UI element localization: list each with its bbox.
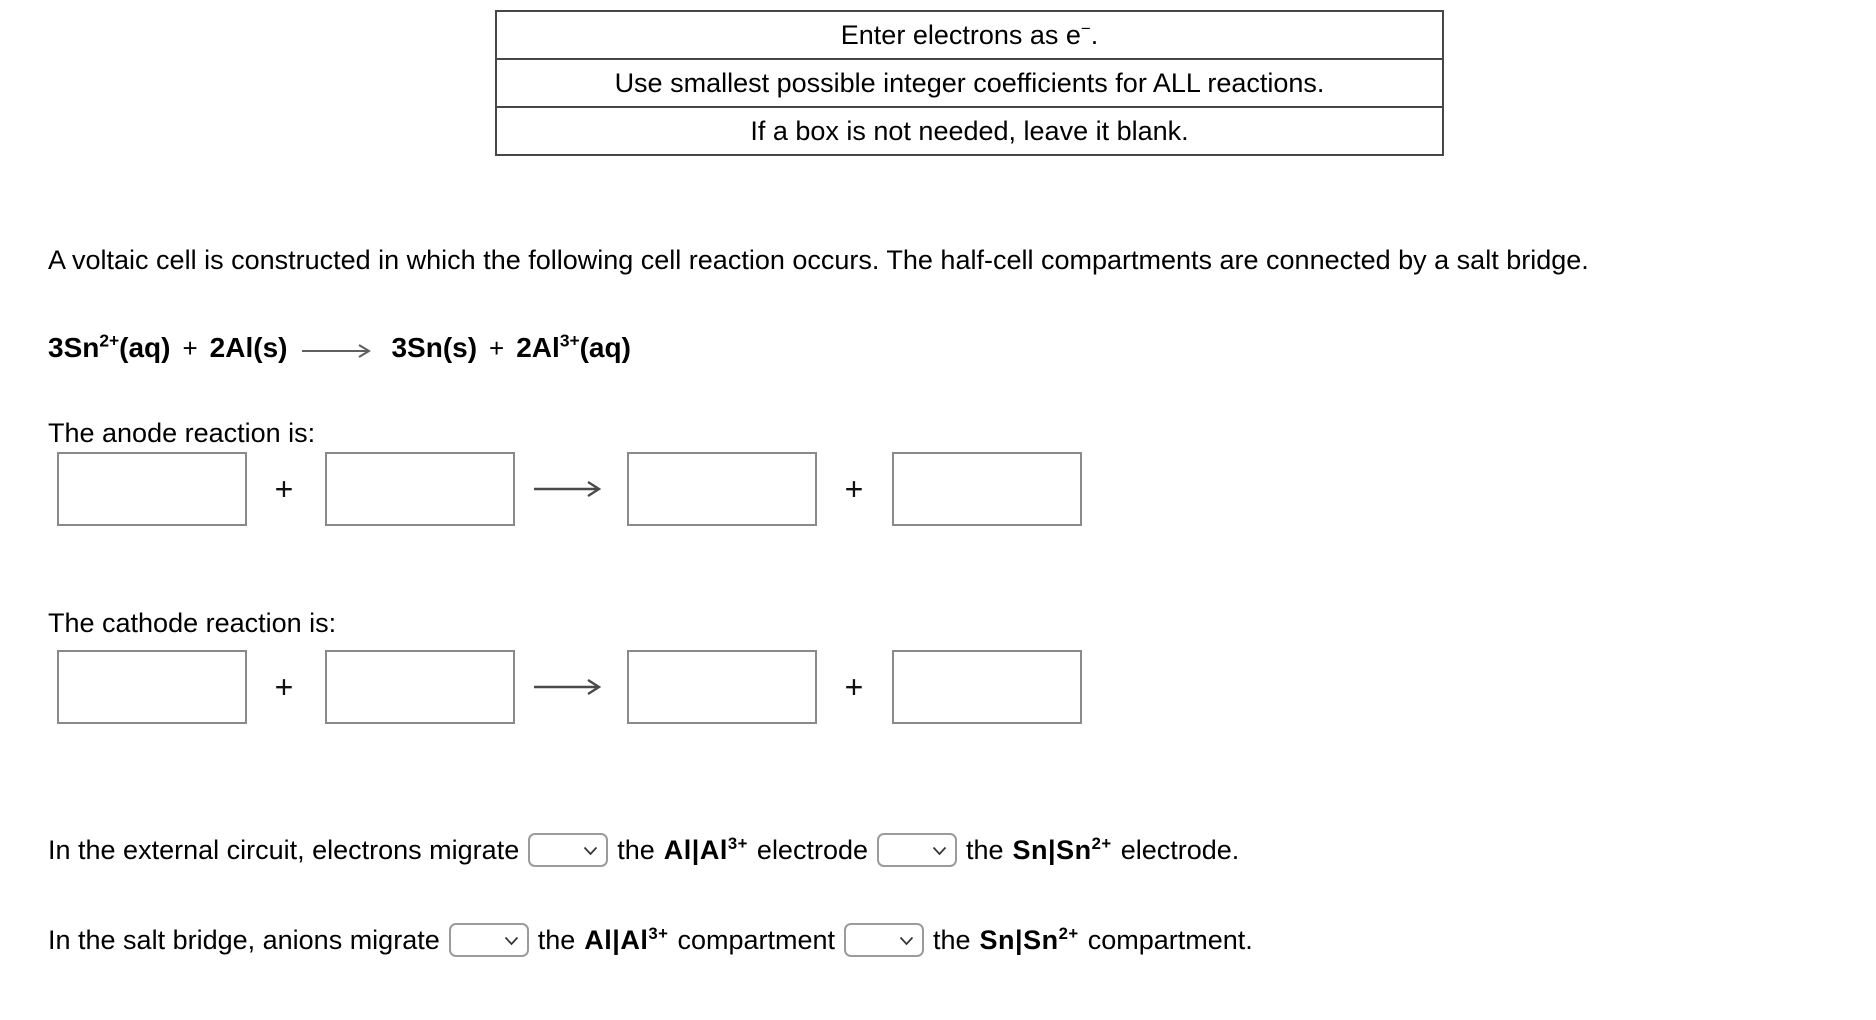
electrode-sn-label: Sn|Sn2+ (1013, 835, 1112, 866)
cathode-product-1-input[interactable] (627, 650, 817, 724)
cathode-reactant-2-input[interactable] (325, 650, 515, 724)
sentence-text: the (966, 834, 1004, 865)
arrow-right-icon (534, 678, 602, 696)
cathode-section-label: The cathode reaction is: (48, 608, 337, 638)
equation-term: 2Al(s) (209, 332, 288, 363)
equation-term: 3Sn(s) (391, 332, 478, 363)
instruction-row-coefficients: Use smallest possible integer coefficien… (497, 58, 1442, 106)
chem-formula: Sn|Sn (1012, 834, 1092, 865)
sentence-text: compartment (677, 924, 835, 955)
plus-sign: + (844, 669, 864, 705)
chevron-down-icon (584, 846, 598, 856)
plus-sign: + (274, 471, 294, 507)
superscript-charge: 2+ (99, 330, 120, 351)
superscript-charge: 2+ (1058, 923, 1079, 943)
sentence-text: compartment. (1087, 924, 1253, 955)
anode-product-2-input[interactable] (892, 452, 1082, 526)
salt-bridge-sentence: In the salt bridge, anions migrate the A… (48, 920, 1253, 960)
anode-reactant-2-input[interactable] (325, 452, 515, 526)
compartment-sn-label: Sn|Sn2+ (980, 925, 1079, 956)
sentence-text: the (617, 834, 655, 865)
plus-sign: + (274, 669, 294, 705)
electrode-al-label: Al|Al3+ (664, 835, 748, 866)
superscript-charge: 3+ (648, 923, 669, 943)
sentence-text: electrode (756, 834, 868, 865)
anode-section-label: The anode reaction is: (48, 418, 316, 448)
equation-state: (aq) (119, 332, 171, 363)
compartment-al-label: Al|Al3+ (584, 925, 668, 956)
chevron-down-icon (932, 846, 947, 856)
superscript-minus: − (1080, 19, 1091, 38)
chem-formula: Al|Al (584, 924, 649, 955)
instructions-table: Enter electrons as e−. Use smallest poss… (495, 10, 1444, 156)
equation-term: 3Sn (48, 332, 100, 363)
instruction-row-electrons: Enter electrons as e−. (497, 12, 1442, 58)
equation-state: (aq) (579, 332, 631, 363)
superscript-charge: 2+ (1091, 833, 1112, 853)
cathode-product-2-input[interactable] (892, 650, 1082, 724)
plus-sign: + (182, 333, 198, 363)
superscript-charge: 3+ (559, 330, 580, 351)
superscript-charge: 3+ (727, 833, 748, 853)
sentence-text: the (537, 924, 576, 955)
equation-term: 2Al (516, 332, 560, 363)
cathode-reactant-1-input[interactable] (57, 650, 247, 724)
chem-formula: Al|Al (663, 834, 728, 865)
anion-direction-select-2[interactable] (844, 923, 924, 957)
sentence-text: electrode. (1120, 834, 1240, 865)
anion-direction-select-1[interactable] (448, 923, 529, 957)
arrow-right-icon (534, 480, 602, 498)
instruction-row-blank: If a box is not needed, leave it blank. (497, 106, 1442, 154)
electron-direction-select-2[interactable] (877, 833, 957, 867)
anode-reactant-1-input[interactable] (57, 452, 247, 526)
electron-direction-select-1[interactable] (528, 833, 609, 867)
external-circuit-sentence: In the external circuit, electrons migra… (48, 830, 1239, 870)
instruction-text: . (1090, 20, 1099, 50)
plus-sign: + (844, 471, 864, 507)
plus-sign: + (489, 333, 505, 363)
anode-product-1-input[interactable] (627, 452, 817, 526)
instruction-text: Enter electrons as e (840, 20, 1081, 50)
cell-reaction-equation: 3Sn2+(aq)+2Al(s)3Sn(s)+2Al3+(aq) (48, 324, 631, 372)
arrow-right-icon (302, 344, 372, 358)
chevron-down-icon (899, 936, 914, 946)
sentence-text: the (933, 924, 971, 955)
chem-formula: Sn|Sn (979, 924, 1059, 955)
problem-statement: A voltaic cell is constructed in which t… (48, 245, 1589, 275)
sentence-text: In the external circuit, electrons migra… (48, 834, 520, 865)
chevron-down-icon (504, 936, 518, 946)
sentence-text: In the salt bridge, anions migrate (48, 924, 440, 955)
